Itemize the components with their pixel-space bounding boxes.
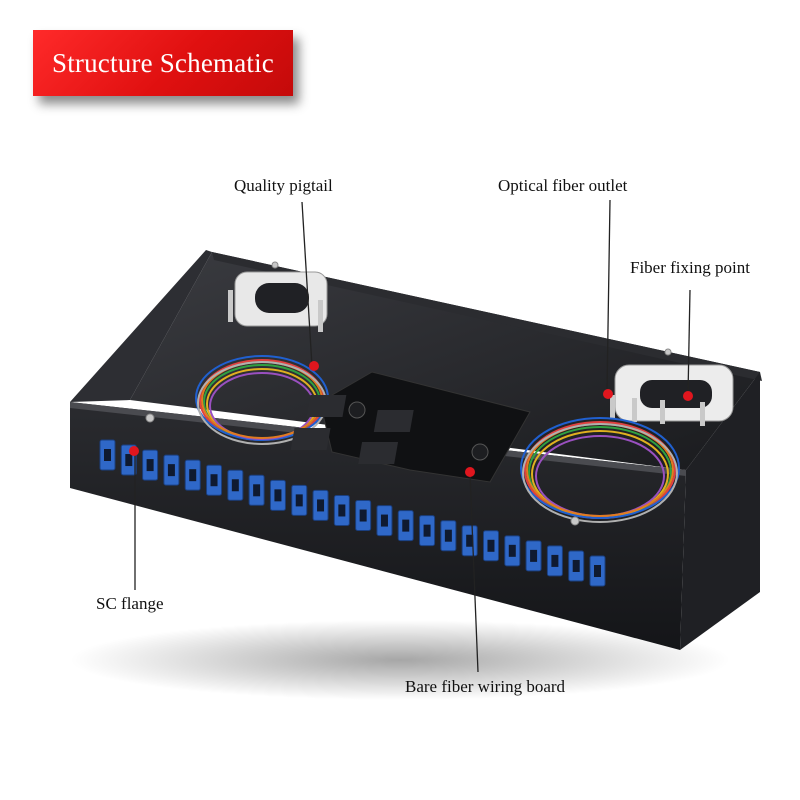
marker-optical-fiber-outlet — [603, 389, 613, 399]
marker-sc-flange — [129, 446, 139, 456]
label-sc-flange: SC flange — [96, 594, 164, 613]
screws — [145, 261, 672, 526]
sc-adapter — [461, 525, 478, 557]
sc-adapter — [269, 479, 286, 511]
label-bare-fiber-wiring-board: Bare fiber wiring board — [405, 677, 566, 696]
marker-fiber-fixing-point — [683, 391, 693, 401]
sc-adapter — [206, 464, 223, 496]
sc-adapter-row — [99, 439, 606, 587]
title-banner: Structure Schematic — [33, 30, 293, 96]
splice-tray — [290, 371, 531, 483]
ground-shadow — [70, 620, 730, 700]
sc-adapter — [376, 505, 393, 537]
sc-adapter — [333, 494, 350, 526]
sc-adapter — [397, 510, 414, 542]
marker-quality-pigtail — [309, 361, 319, 371]
leader-lines — [134, 199, 691, 673]
sc-adapter — [546, 545, 563, 577]
sc-adapter — [142, 449, 159, 481]
sc-adapter — [440, 520, 457, 552]
sc-adapter — [163, 454, 180, 486]
rear-bracket-left — [228, 271, 328, 332]
sc-adapter — [589, 555, 606, 587]
banner-title: Structure Schematic — [52, 47, 274, 78]
label-quality-pigtail: Quality pigtail — [234, 176, 333, 195]
fiber-coil-right — [520, 417, 680, 523]
rear-bracket-right — [610, 364, 734, 426]
chassis-right-wall — [680, 372, 760, 650]
sc-adapter — [291, 484, 308, 516]
sc-adapter — [568, 550, 585, 582]
sc-adapter — [184, 459, 201, 491]
sc-adapter — [227, 469, 244, 501]
label-optical-fiber-outlet: Optical fiber outlet — [498, 176, 628, 195]
sc-adapter — [419, 515, 436, 547]
sc-adapter — [248, 474, 265, 506]
sc-adapter — [504, 535, 521, 567]
marker-bare-fiber-wiring-board — [465, 467, 475, 477]
sc-adapter — [312, 489, 329, 521]
chassis-left-wall — [70, 250, 212, 402]
red-markers — [129, 361, 693, 477]
sc-adapter — [99, 439, 116, 471]
sc-adapter — [482, 530, 499, 562]
sc-adapter — [355, 500, 372, 532]
chassis-back-wall — [212, 252, 762, 381]
label-fiber-fixing-point: Fiber fixing point — [630, 258, 750, 277]
sc-adapter — [525, 540, 542, 572]
